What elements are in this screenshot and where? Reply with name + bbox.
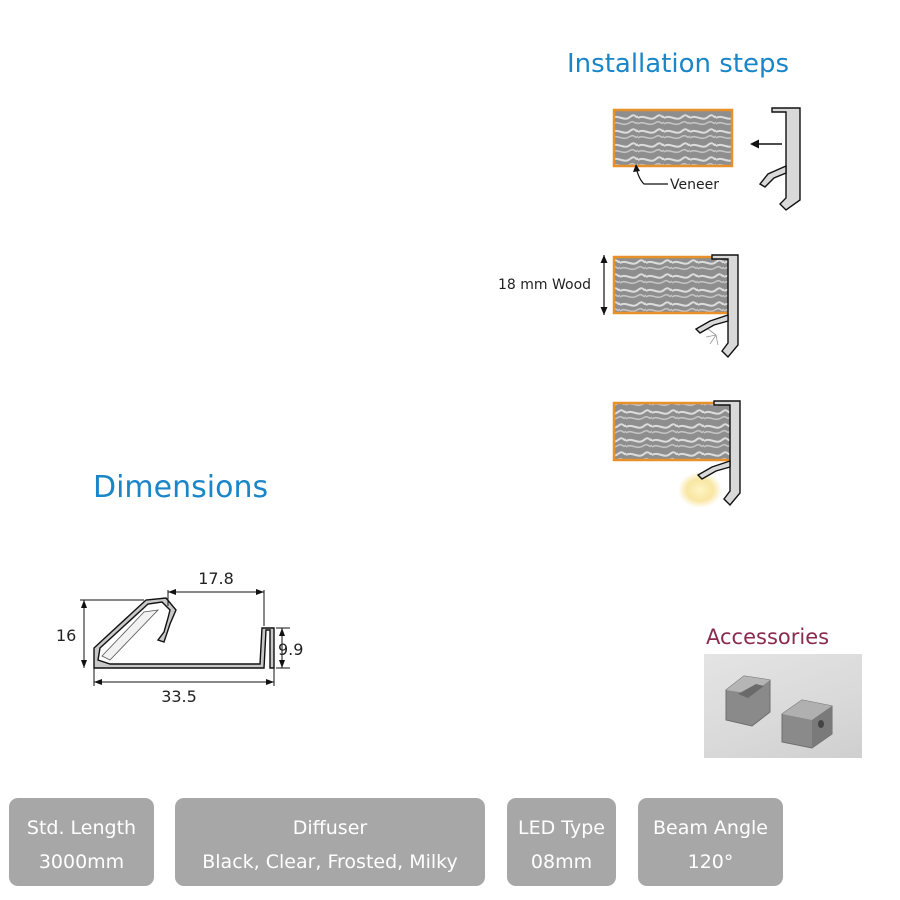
- end-cap-open-slot: [738, 684, 764, 698]
- installation-step-1: Veneer: [612, 107, 801, 211]
- dim-arrow: [81, 600, 87, 608]
- dim-arrow: [279, 628, 285, 636]
- dim-label-right-height: 9.9: [278, 640, 303, 659]
- spec-led-type: LED Type 08mm: [507, 798, 616, 886]
- veneer-leader-arrow: [633, 164, 640, 172]
- end-caps-illustration: [725, 675, 833, 749]
- profile-clip: [696, 460, 731, 480]
- dim-arrow: [266, 679, 274, 685]
- dim-arrow: [81, 660, 87, 668]
- dimensions-title: Dimensions: [93, 470, 269, 505]
- aluminium-profile: [711, 254, 739, 359]
- accessories-title: Accessories: [706, 625, 830, 649]
- veneer-label: Veneer: [670, 177, 719, 193]
- accessories-photo: [704, 654, 862, 758]
- dim-arrow-top: [600, 255, 608, 263]
- spec-value: 08mm: [530, 851, 593, 873]
- dim-arrow: [256, 589, 264, 595]
- end-cap-open-top: [726, 676, 770, 694]
- spec-diffuser: Diffuser Black, Clear, Frosted, Milky: [175, 798, 485, 886]
- diffuser-section: [101, 609, 160, 661]
- wood-board: [612, 401, 738, 462]
- dim-arrow: [168, 589, 176, 595]
- profile-cross-section: [93, 597, 275, 669]
- dim-arrow-bottom: [600, 307, 608, 315]
- dim-arrow: [94, 679, 102, 685]
- spec-beam-angle: Beam Angle 120°: [638, 798, 783, 886]
- dim-label-top-width: 17.8: [198, 569, 234, 588]
- end-cap-cable-hole: [818, 720, 824, 728]
- installation-title: Installation steps: [567, 49, 790, 79]
- aluminium-profile: [713, 400, 741, 507]
- arrow-head: [750, 139, 759, 149]
- spec-value: 120°: [687, 851, 734, 873]
- led-rays: [705, 328, 719, 346]
- profile-clip: [694, 314, 729, 334]
- wood-thickness-label: 18 mm Wood: [498, 277, 591, 293]
- dim-label-left-height: 16: [56, 626, 76, 645]
- veneer-leader: [635, 165, 668, 185]
- led-light-glow: [678, 472, 722, 508]
- spec-value: 3000mm: [38, 851, 125, 873]
- spec-value: Black, Clear, Frosted, Milky: [202, 851, 458, 873]
- installation-step-2: 18 mm Wood: [498, 254, 739, 359]
- spec-label: LED Type: [518, 817, 605, 839]
- dim-label-total-width: 33.5: [161, 687, 197, 706]
- spec-std-length: Std. Length 3000mm: [9, 798, 154, 886]
- aluminium-profile: [771, 107, 801, 211]
- profile-dimension-drawing: 17.8 16 9.9 33.5: [56, 569, 303, 706]
- end-cap-closed-top: [782, 700, 832, 720]
- installation-step-3: [612, 400, 741, 508]
- wood-board: [612, 108, 734, 168]
- spec-label: Diffuser: [292, 817, 368, 839]
- spec-label: Beam Angle: [653, 817, 768, 839]
- spec-label: Std. Length: [26, 817, 137, 839]
- profile-clip: [758, 164, 787, 188]
- dim-arrow: [279, 660, 285, 668]
- wood-board: [612, 255, 736, 315]
